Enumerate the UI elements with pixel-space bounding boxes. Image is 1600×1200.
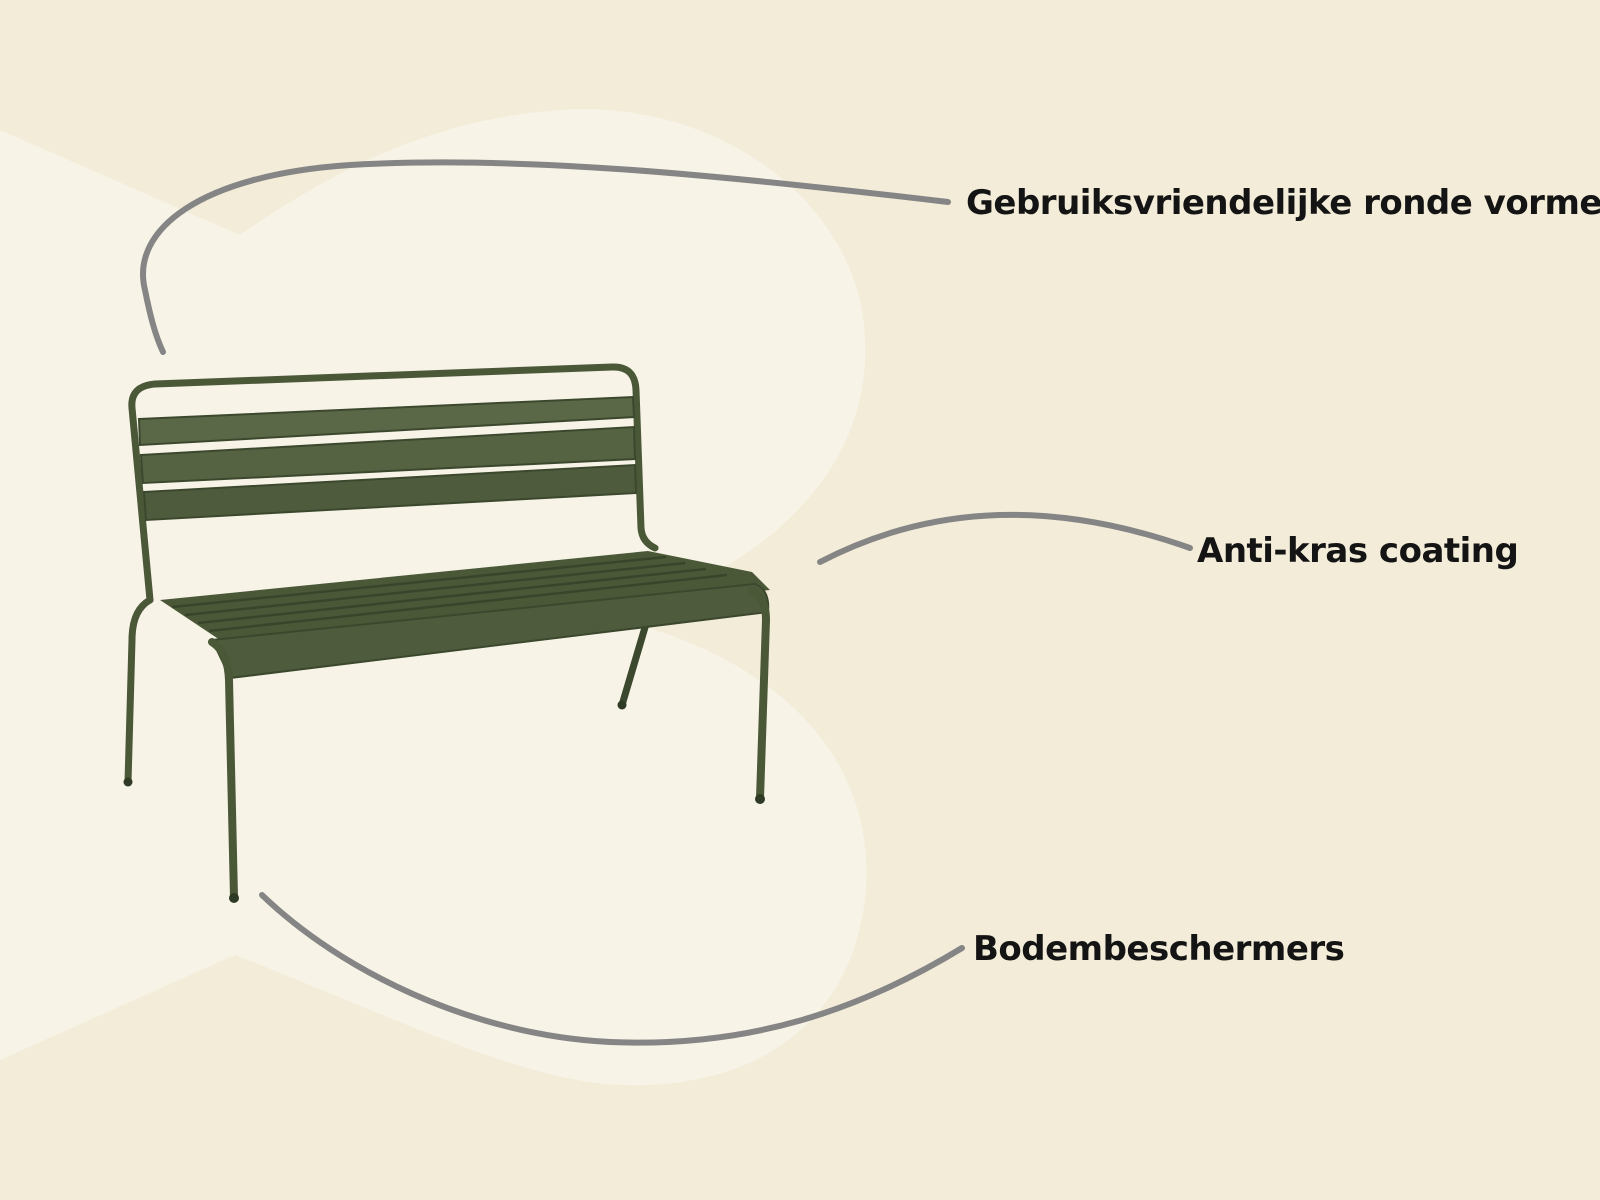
callout-line-rounded-shapes	[140, 159, 951, 355]
bench-front-right-leg	[748, 586, 771, 802]
outdoor-metal-bench	[123, 363, 771, 903]
bench-back-slat-1	[137, 395, 636, 447]
bench-back-slat-2	[139, 425, 637, 485]
bench-back-frame	[128, 363, 659, 604]
bench-front-left-leg	[208, 638, 238, 901]
bench-rear-right-leg	[618, 620, 650, 709]
callout-label-floor-protectors: Bodembeschermers	[973, 929, 1345, 969]
callout-line-anti-scratch	[817, 511, 1193, 565]
bench-seat-slat-lines	[171, 555, 728, 633]
callout-line-floor-protectors	[259, 892, 965, 1046]
callout-lines	[140, 159, 1193, 1046]
bench-rear-left-leg	[124, 596, 154, 786]
callout-label-rounded-shapes: Gebruiksvriendelijke ronde vormen	[966, 183, 1600, 223]
callout-label-anti-scratch: Anti-kras coating	[1197, 531, 1519, 571]
bench-back-slat-3	[142, 463, 638, 522]
bench-floor-protectors	[123, 700, 765, 903]
